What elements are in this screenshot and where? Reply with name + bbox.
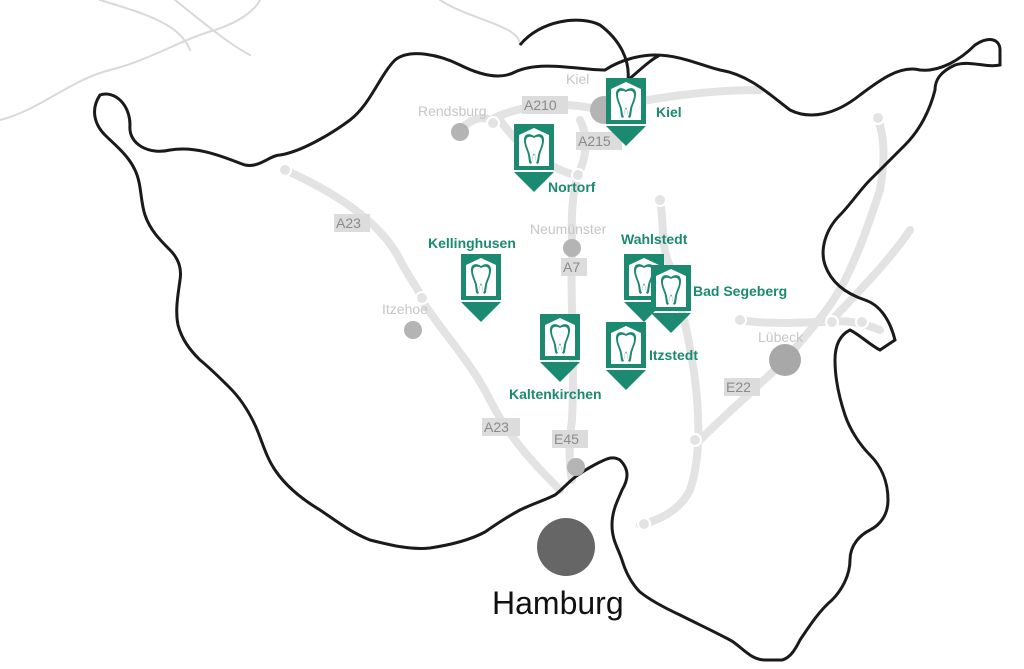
city-label-itzehoe: Itzehoe xyxy=(382,301,428,317)
road-labels: A210 A215 A23 A7 A23 E45 E22 xyxy=(334,96,760,448)
city-label-kiel: Kiel xyxy=(566,71,589,87)
city-dot-rendsburg xyxy=(451,123,469,141)
practice-marker-kellinghusen[interactable]: Kellinghusen xyxy=(428,235,516,322)
road-label-a7: A7 xyxy=(563,259,580,275)
city-dot-itzehoe xyxy=(404,321,422,339)
practice-label-wahlstedt: Wahlstedt xyxy=(621,231,688,247)
city-label-neumuenster: Neumünster xyxy=(530,221,607,237)
city-dot-e45 xyxy=(567,458,585,476)
city-dot-neumuenster xyxy=(563,239,581,257)
road-label-a215: A215 xyxy=(578,133,611,149)
practice-label-kaltenkirchen: Kaltenkirchen xyxy=(509,386,602,402)
city-label-luebeck: Lübeck xyxy=(758,329,804,345)
practice-label-itzstedt: Itzstedt xyxy=(649,347,698,363)
tooth-icon xyxy=(461,254,501,322)
practice-label-bad-segeberg: Bad Segeberg xyxy=(693,283,787,299)
road-label-e22: E22 xyxy=(726,379,751,395)
city-dot-luebeck xyxy=(769,344,801,376)
road-network xyxy=(281,86,914,529)
practice-label-kiel: Kiel xyxy=(656,104,682,120)
practice-marker-kaltenkirchen[interactable]: Kaltenkirchen xyxy=(509,314,602,402)
road-label-a23-north: A23 xyxy=(336,215,361,231)
road-label-a210: A210 xyxy=(524,97,557,113)
practice-marker-kiel[interactable]: Kiel xyxy=(606,78,682,146)
city-dot-hamburg xyxy=(537,518,595,576)
practice-marker-bad-segeberg[interactable]: Bad Segeberg xyxy=(651,265,787,333)
city-label-rendsburg: Rendsburg xyxy=(418,103,487,119)
road-label-e45: E45 xyxy=(554,431,579,447)
practice-marker-itzstedt[interactable]: Itzstedt xyxy=(606,322,698,390)
city-dots xyxy=(404,96,801,576)
practice-label-nortorf: Nortorf xyxy=(548,179,596,195)
tooth-icon xyxy=(606,322,646,390)
practice-marker-nortorf[interactable]: Nortorf xyxy=(514,124,596,195)
region-outline xyxy=(93,38,1002,662)
practice-label-kellinghusen: Kellinghusen xyxy=(428,235,516,251)
practice-marker-wahlstedt[interactable]: Wahlstedt xyxy=(621,231,688,322)
road-label-a23-south: A23 xyxy=(484,419,509,435)
road-junctions xyxy=(278,111,885,531)
coastline-north xyxy=(518,18,661,84)
city-label-hamburg: Hamburg xyxy=(492,585,624,621)
